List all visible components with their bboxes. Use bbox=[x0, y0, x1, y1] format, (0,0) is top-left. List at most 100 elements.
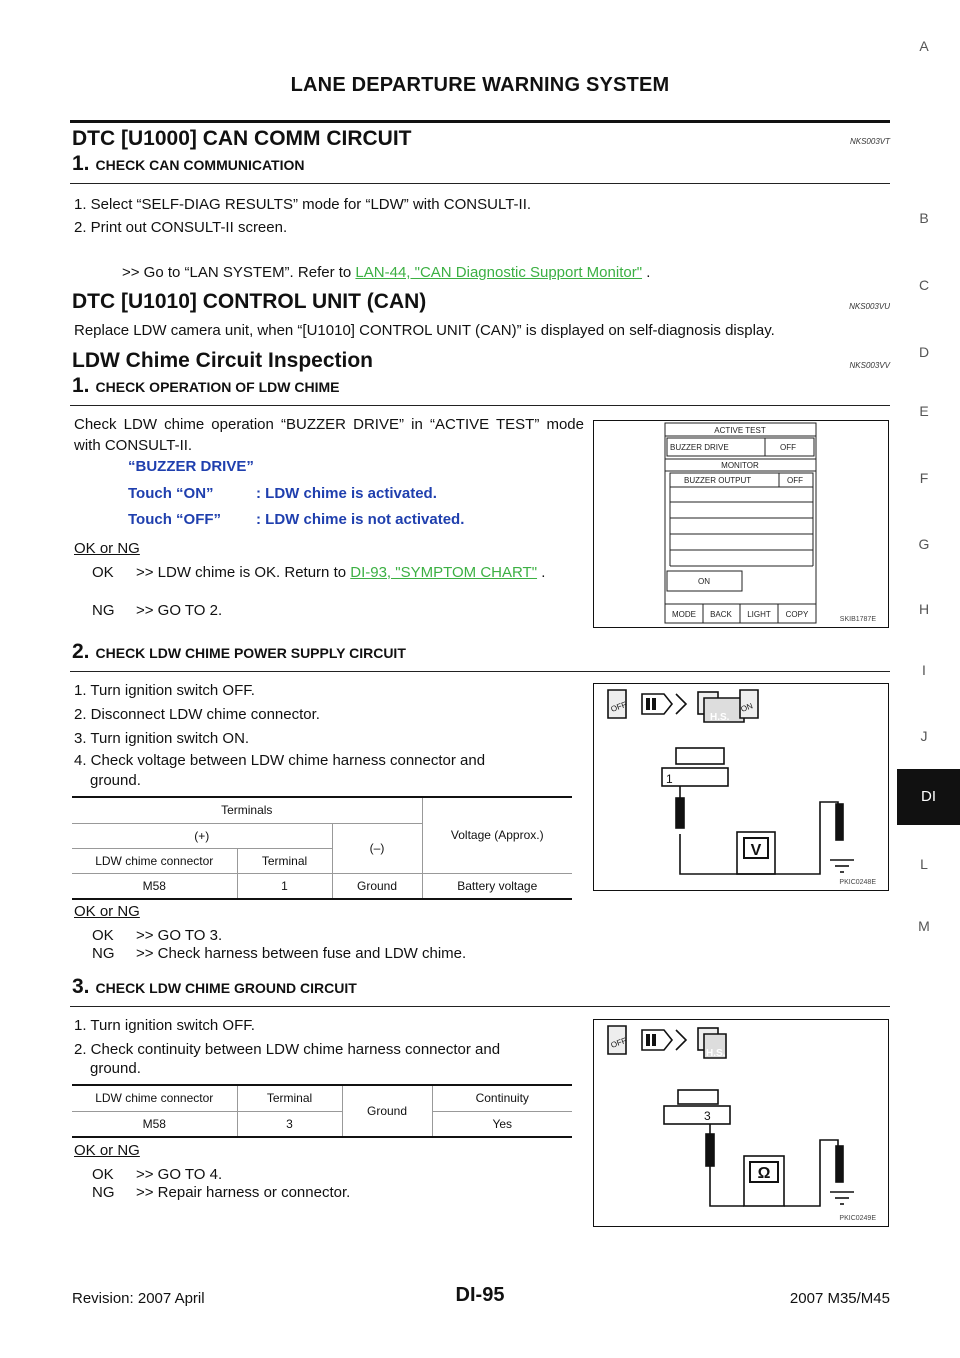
side-index-e[interactable]: E bbox=[919, 403, 929, 419]
side-index-f[interactable]: F bbox=[919, 470, 929, 486]
side-index-d[interactable]: D bbox=[918, 344, 930, 360]
note-key: Touch “OFF” bbox=[128, 511, 222, 528]
side-index-l[interactable]: L bbox=[920, 856, 928, 872]
copy-button-label: COPY bbox=[786, 610, 809, 619]
section-title-dtc-u1000: DTC [U1000] CAN COMM CIRCUIT bbox=[72, 127, 412, 150]
buzzer-output-value: OFF bbox=[787, 476, 803, 485]
side-index-b[interactable]: B bbox=[919, 210, 929, 226]
note-key: Touch “ON” bbox=[128, 485, 214, 502]
ok-result: >> LDW chime is OK. Return to DI-93, "SY… bbox=[136, 562, 586, 583]
table-header: Continuity bbox=[432, 1086, 572, 1112]
table-header: Terminal bbox=[237, 1086, 343, 1112]
instruction-item: 1. Turn ignition switch OFF. bbox=[74, 1017, 255, 1034]
back-button-label: BACK bbox=[710, 610, 732, 619]
table-header: LDW chime connector bbox=[72, 848, 238, 874]
pin-number: 3 bbox=[704, 1109, 711, 1123]
model-label: 2007 M35/M45 bbox=[789, 1290, 890, 1307]
instruction-item-cont: ground. bbox=[90, 772, 141, 789]
instruction-item-cont: ground. bbox=[90, 1060, 141, 1077]
instruction-item: 2. Check continuity between LDW chime ha… bbox=[74, 1041, 501, 1058]
ok-key: OK bbox=[92, 1166, 114, 1183]
ok-or-ng-label: OK or NG bbox=[74, 903, 140, 920]
consult-screen-diagram: ACTIVE TEST BUZZER DRIVE OFF MONITOR BUZ… bbox=[664, 422, 817, 624]
side-index-h[interactable]: H bbox=[918, 601, 930, 617]
continuity-table: LDW chime connector Terminal Ground Cont… bbox=[72, 1086, 572, 1137]
table-cell: 1 bbox=[237, 873, 333, 899]
side-index-g[interactable]: G bbox=[918, 536, 930, 552]
instruction-item: 2. Disconnect LDW chime connector. bbox=[74, 706, 320, 723]
side-index-m[interactable]: M bbox=[918, 918, 930, 934]
di-93-link[interactable]: DI-93, "SYMPTOM CHART" bbox=[350, 564, 538, 581]
light-button-label: LIGHT bbox=[747, 610, 771, 619]
pin-number: 1 bbox=[666, 772, 673, 786]
note-value: : LDW chime is activated. bbox=[256, 485, 437, 502]
side-index-c[interactable]: C bbox=[918, 277, 930, 293]
ng-result: >> Check harness between fuse and LDW ch… bbox=[136, 945, 467, 962]
table-header: (+) bbox=[72, 823, 333, 849]
table-cell: 3 bbox=[237, 1111, 343, 1137]
instruction-item: 3. Turn ignition switch ON. bbox=[74, 730, 250, 747]
ok-result: >> GO TO 4. bbox=[136, 1166, 223, 1183]
table-cell: Ground bbox=[332, 873, 423, 899]
side-index-i[interactable]: I bbox=[922, 662, 926, 678]
section-code: NKS003VT bbox=[849, 137, 890, 146]
on-label: ON bbox=[740, 701, 755, 714]
table-header: LDW chime connector bbox=[72, 1086, 238, 1112]
ok-or-ng-label: OK or NG bbox=[74, 540, 140, 557]
table-header: Terminal bbox=[237, 848, 333, 874]
ohmmeter-label: Ω bbox=[758, 1165, 771, 1182]
ok-result-end: . bbox=[537, 564, 546, 581]
side-index-j[interactable]: J bbox=[920, 728, 928, 744]
step-rule bbox=[70, 671, 890, 672]
step-heading: 2. CHECK LDW CHIME POWER SUPPLY CIRCUIT bbox=[72, 640, 406, 664]
ok-key: OK bbox=[92, 564, 114, 581]
ok-result-text: >> LDW chime is OK. Return to bbox=[136, 564, 351, 581]
buzzer-output-label: BUZZER OUTPUT bbox=[684, 476, 751, 485]
table-cell: M58 bbox=[72, 873, 238, 899]
goto-text-end: . bbox=[642, 264, 651, 281]
ng-key: NG bbox=[92, 1184, 115, 1201]
instruction-item: 1. Turn ignition switch OFF. bbox=[74, 682, 255, 699]
step-rule bbox=[70, 405, 890, 406]
step-label: CHECK LDW CHIME POWER SUPPLY CIRCUIT bbox=[95, 645, 406, 661]
buzzer-drive-label: BUZZER DRIVE bbox=[670, 443, 729, 452]
continuity-check-figure: OFF H.S. 3 Ω PKIC0249E bbox=[593, 1019, 889, 1227]
side-index-a[interactable]: A bbox=[919, 38, 929, 54]
step-label: CHECK OPERATION OF LDW CHIME bbox=[95, 379, 340, 395]
step-heading: 3.CHECK LDW CHIME GROUND CIRCUIT bbox=[72, 975, 357, 999]
table-header: Terminals bbox=[72, 798, 423, 824]
step-number: 2. bbox=[72, 640, 90, 663]
monitor-label: MONITOR bbox=[721, 461, 759, 470]
table-header: (–) bbox=[332, 823, 423, 874]
side-index-di-active[interactable]: DI bbox=[897, 769, 960, 825]
table-header: Ground bbox=[342, 1086, 433, 1137]
goto-instruction: >> Go to “LAN SYSTEM”. Refer to LAN-44, … bbox=[122, 262, 650, 283]
table-top-rule bbox=[72, 1084, 572, 1086]
table-bottom-rule bbox=[72, 1136, 572, 1138]
table-cell: M58 bbox=[72, 1111, 238, 1137]
step-number: 1. bbox=[72, 152, 90, 175]
step-rule bbox=[70, 183, 890, 184]
table-header: Voltage (Approx.) bbox=[422, 798, 572, 874]
mode-button-label: MODE bbox=[672, 610, 696, 619]
active-test-label: ACTIVE TEST bbox=[714, 426, 766, 435]
step-heading: 1. CHECK CAN COMMUNICATION bbox=[72, 152, 304, 176]
step-rule bbox=[70, 1006, 890, 1007]
page-title: LANE DEPARTURE WARNING SYSTEM bbox=[290, 74, 670, 96]
header-rule bbox=[70, 120, 890, 123]
ok-key: OK bbox=[92, 927, 114, 944]
table-top-rule bbox=[72, 796, 572, 798]
buzzer-drive-value: OFF bbox=[780, 443, 796, 452]
step-heading: 1.CHECK OPERATION OF LDW CHIME bbox=[72, 374, 339, 398]
ng-result: >> GO TO 2. bbox=[136, 602, 223, 619]
note-value: : LDW chime is not activated. bbox=[256, 511, 465, 528]
table-bottom-rule bbox=[72, 898, 572, 900]
voltmeter-label: V bbox=[751, 842, 762, 859]
figure-code: PKIC0248E bbox=[839, 879, 876, 886]
lan-44-link[interactable]: LAN-44, "CAN Diagnostic Support Monitor" bbox=[355, 264, 643, 281]
instruction-item: 4. Check voltage between LDW chime harne… bbox=[74, 752, 486, 769]
hs-label: H.S. bbox=[706, 1048, 726, 1059]
table-cell: Yes bbox=[432, 1111, 572, 1137]
ok-or-ng-label: OK or NG bbox=[74, 1142, 140, 1159]
step-label: CHECK CAN COMMUNICATION bbox=[95, 157, 305, 173]
